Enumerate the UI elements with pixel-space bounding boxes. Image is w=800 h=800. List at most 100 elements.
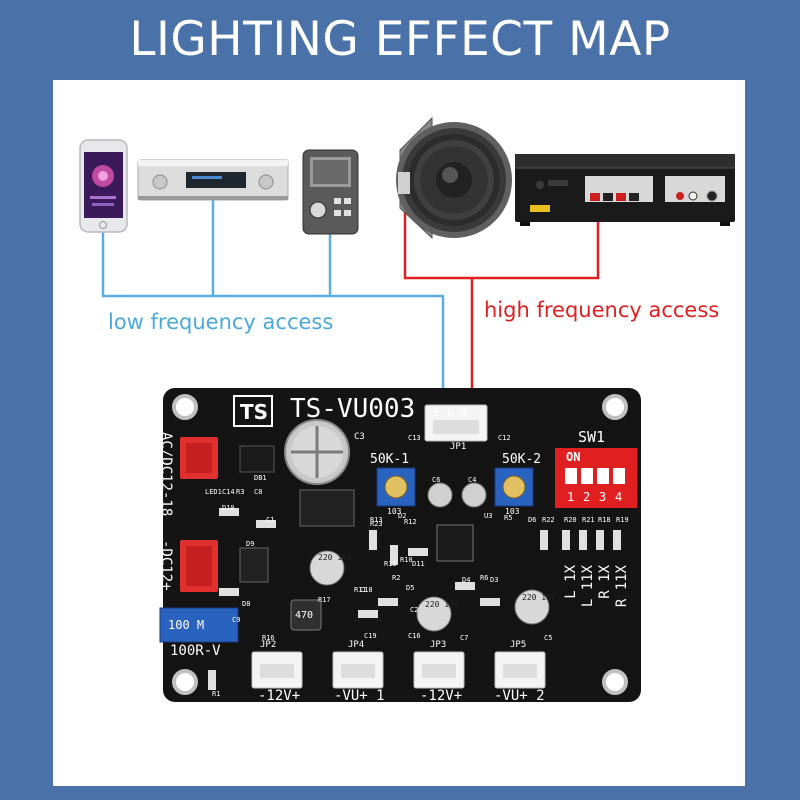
jp2-header [251,651,303,689]
silk-designator: R6 [480,574,489,582]
jp4-header [332,651,384,689]
board-logo: TS [240,400,269,424]
silk-designator: R21 [582,516,595,524]
silk-designator: C7 [460,634,469,642]
silk-designator: C19 [364,632,377,640]
pot-left-value: 103 [387,507,402,516]
page-title: LIGHTING EFFECT MAP [129,11,671,67]
smartphone-icon [79,139,128,233]
jp5-header [494,651,546,689]
switch-number: 1 [567,490,575,504]
low-frequency-label: low frequency access [108,310,334,334]
silk-designator: C18 [360,586,373,594]
silk-designator: R23 [370,520,383,528]
header-name: JP2 [260,640,277,650]
jp3-header [413,651,465,689]
mode-row: L 1X [563,565,579,599]
silk-designator: R10 [400,556,413,564]
silk-designator: U3 [484,512,493,520]
silk-designator: R5 [504,514,513,522]
pcb-board [159,388,641,702]
silk-designator: R13 [370,516,383,524]
silk-designator: R22 [542,516,555,524]
mode-row: R 1X [597,565,613,599]
silk-designator: D11 [412,560,425,568]
speaker-icon [396,116,512,240]
title-banner: LIGHTING EFFECT MAP [0,0,800,78]
switch-number: 2 [583,490,591,504]
silk-designator: D4 [462,576,471,584]
silk-designator: D9 [246,540,255,548]
pot-left-label: 50K-1 [370,452,410,467]
switch-label: SW1 [578,428,606,446]
silk-designator: D10 [222,504,235,512]
cap-value: 220 16V [318,553,352,562]
pot-right-label: 50K-2 [502,452,542,467]
trim-label: 100R-V [170,643,221,659]
silk-designator: C16 [408,632,421,640]
pot-right-value: 103 [505,507,520,516]
silk-designator: C14 [222,488,235,496]
high-frequency-label: high frequency access [484,298,720,322]
mounting-hole [602,394,628,420]
silk-designator: D6 [528,516,537,524]
silk-designator: R1 [212,690,221,698]
silk-designator: C5 [544,634,553,642]
header-label: -VU+ 1 [334,688,385,704]
switch-on-label: ON [566,450,581,464]
cap-value: 220 16V [522,593,556,602]
mode-row: L 11X [580,565,596,608]
silk-designator: LED1 [205,488,222,496]
silk-designator: D8 [242,600,251,608]
silk-designator: R18 [598,516,611,524]
mode-row: R 11X [614,565,630,608]
inductor-value: 470 [295,610,314,621]
silk-designator: C12 [498,434,511,442]
silk-designator: R11 [354,586,367,594]
capacitor [416,596,452,632]
potentiometer-left [376,467,416,507]
capacitor [309,550,345,586]
board-model: TS-VU003 [290,394,416,424]
trimmer-potentiometer [159,607,239,643]
jp1-label: JP1 [450,442,467,452]
header-name: JP5 [510,640,527,650]
trim-value: 100 M [168,618,205,632]
silk-designator: D2 [398,512,407,520]
header-name: JP3 [430,640,447,650]
silk-designator: R12 [404,518,417,526]
silk-designator: DB1 [254,474,267,482]
header-label: -VU+ 2 [494,688,545,704]
silk-designator: R2 [392,574,401,582]
silk-designator: C2 [410,606,419,614]
low-frequency-wiring [101,200,445,404]
silk-designator: D3 [490,576,499,584]
mp3-player-icon [302,149,359,235]
silk-designator: R16 [262,634,275,642]
silk-designator: C8 [254,488,263,496]
silk-designator: R20 [564,516,577,524]
silk-designator: R17 [318,596,331,604]
switch-number: 4 [615,490,623,504]
jp1-pins: L G R [434,406,468,419]
high-frequency-wiring [403,198,600,402]
capacitor [514,589,550,625]
mounting-hole [172,669,198,695]
mounting-hole [172,394,198,420]
c3-label: C3 [354,432,365,442]
silk-designator: R3 [236,488,245,496]
header-label: -12V+ [258,688,301,704]
silk-designator: C4 [468,476,477,484]
header-name: JP4 [348,640,365,650]
cap-value: 220 16V [425,600,459,609]
silk-designator: R19 [616,516,629,524]
amplifier-icon [515,154,735,226]
silk-designator: C1 [266,516,275,524]
header-label: -12V+ [420,688,463,704]
dc-label: -DC12+ [158,540,174,591]
silk-designator: C13 [408,434,421,442]
mounting-hole [602,669,628,695]
power-label: AC/DC12-18 [158,432,174,517]
switch-number: 3 [599,490,607,504]
silk-designator: R15 [384,560,397,568]
